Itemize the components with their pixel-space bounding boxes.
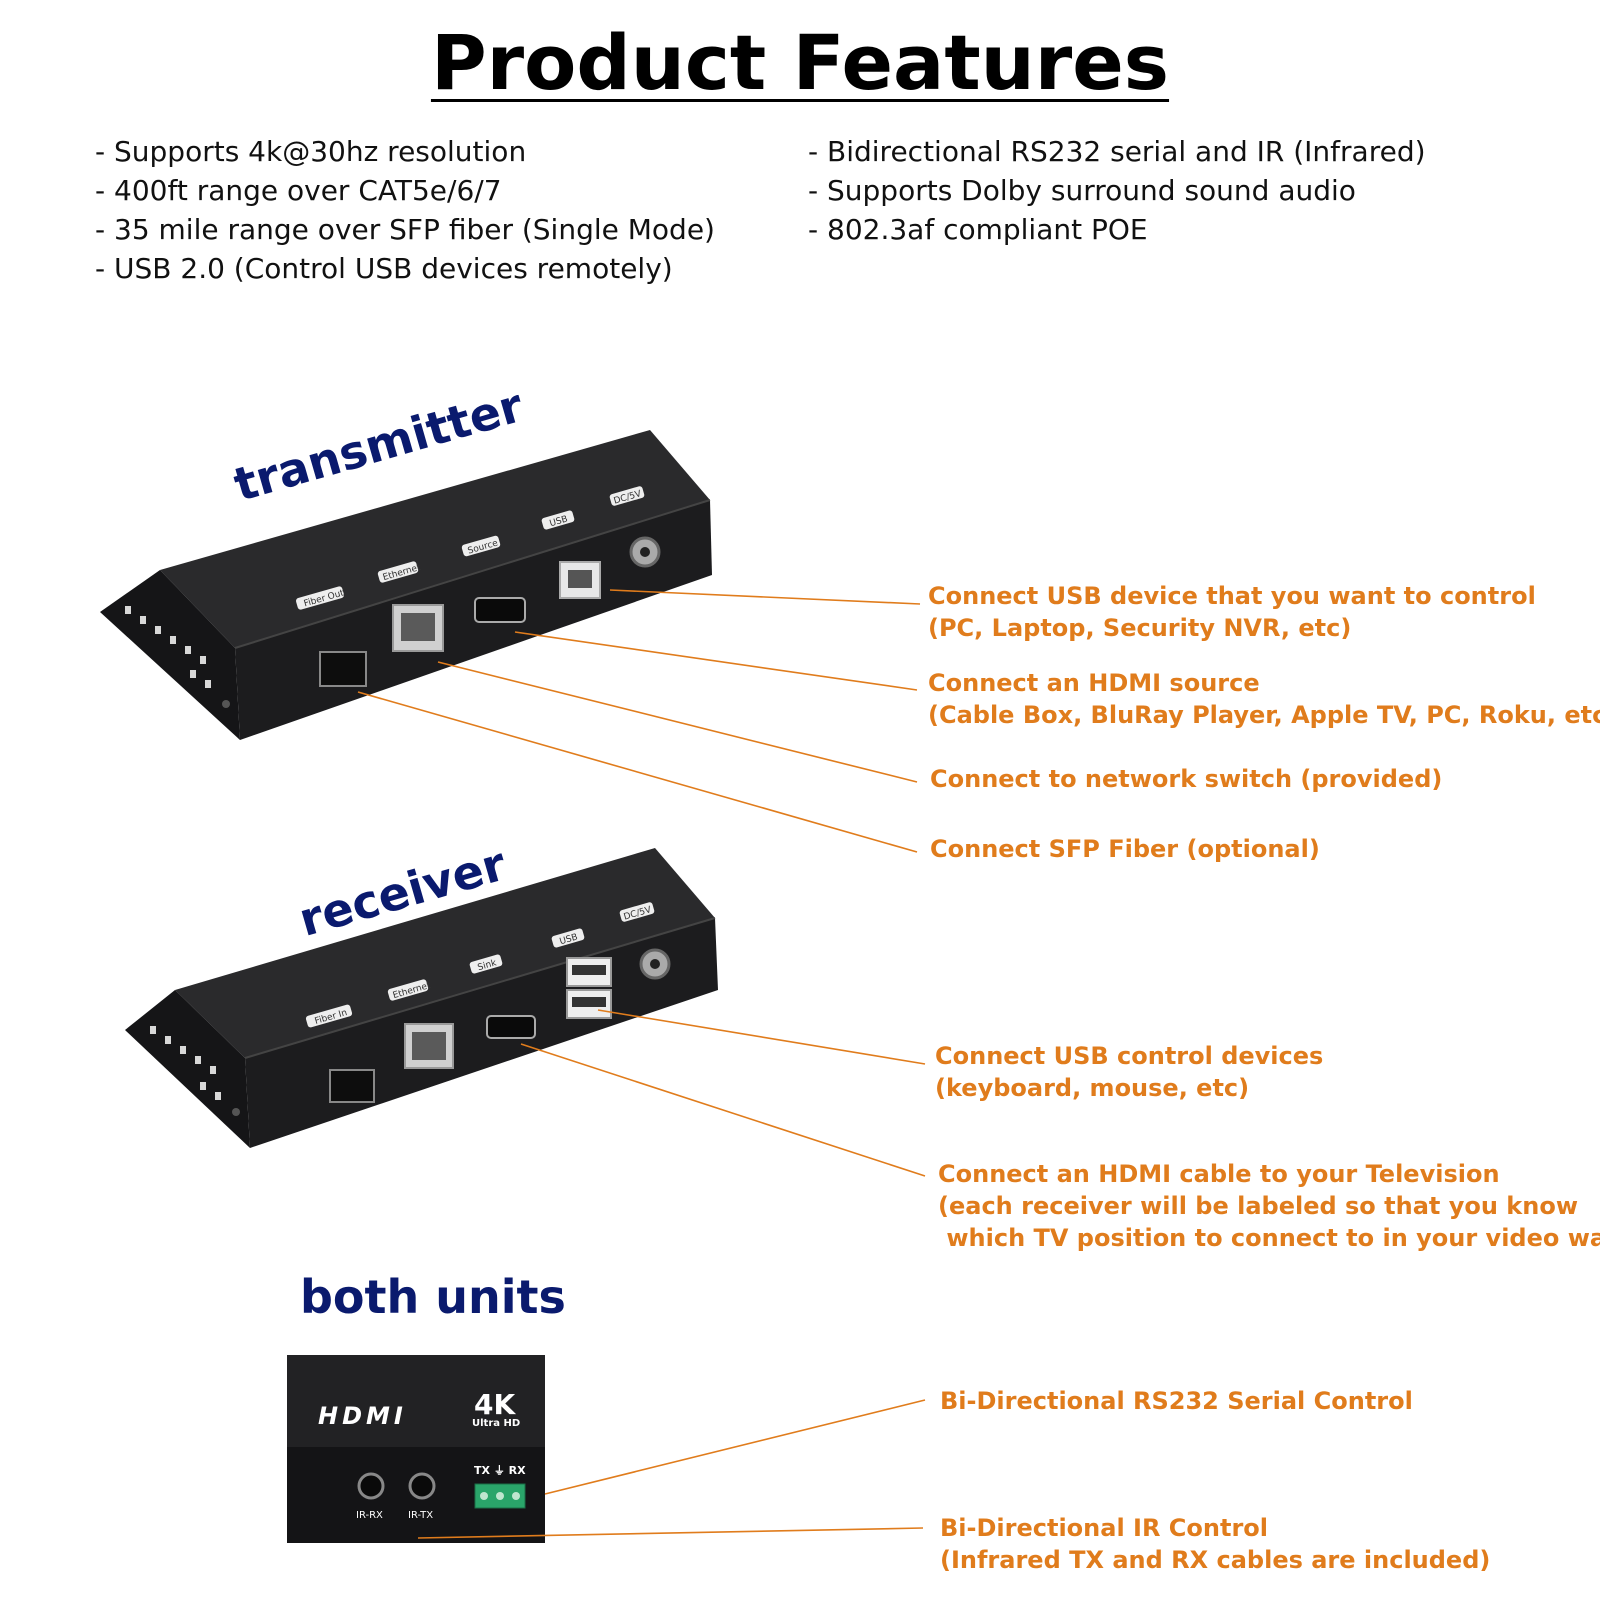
rear-panel-device: HDMI 4K Ultra HD IR-RX IR-TX TX ⏚ RX — [287, 1355, 545, 1543]
port-label: USB — [559, 933, 580, 948]
ir-rx-jack — [357, 1472, 385, 1500]
port-label: USB — [549, 515, 570, 530]
terminal-label: TX ⏚ RX — [474, 1464, 526, 1477]
sfp-port — [319, 651, 367, 687]
feature-item: - 400ft range over CAT5e/6/7 — [95, 174, 502, 207]
both-units-label: both units — [300, 1270, 566, 1324]
sfp-port — [329, 1069, 375, 1103]
callout-rs232: Bi-Directional RS232 Serial Control — [940, 1387, 1413, 1415]
callout-tx-network: Connect to network switch (provided) — [930, 765, 1443, 793]
callout-tx-hdmi: Connect an HDMI source (Cable Box, BluRa… — [928, 669, 1600, 729]
ir-tx-jack — [408, 1472, 436, 1500]
hdmi-logo: HDMI — [318, 1402, 407, 1430]
feature-item: - USB 2.0 (Control USB devices remotely) — [95, 252, 673, 285]
ir-tx-label: IR-TX — [408, 1510, 433, 1521]
callout-tx-usb: Connect USB device that you want to cont… — [928, 582, 1536, 642]
hdmi-port — [486, 1015, 536, 1039]
features-list-right: - Bidirectional RS232 serial and IR (Inf… — [808, 132, 1426, 249]
features-list-left: - Supports 4k@30hz resolution - 400ft ra… — [95, 132, 715, 288]
callout-tx-sfp: Connect SFP Fiber (optional) — [930, 835, 1320, 863]
ir-rx-label: IR-RX — [356, 1510, 383, 1521]
hdmi-port — [474, 597, 526, 623]
feature-item: - Bidirectional RS232 serial and IR (Inf… — [808, 135, 1426, 168]
callout-rx-hdmi: Connect an HDMI cable to your Television… — [938, 1160, 1600, 1252]
callout-rx-usb: Connect USB control devices (keyboard, m… — [935, 1042, 1324, 1102]
leader-lines — [357, 589, 926, 1539]
4k-badge: 4K — [474, 1388, 516, 1421]
transmitter-device: Fiber Out Ethernet Source USB DC/5V — [100, 430, 712, 740]
feature-item: - 35 mile range over SFP fiber (Single M… — [95, 213, 715, 246]
receiver-device: Fiber In Ethernet Sink USB DC/5V — [125, 848, 718, 1148]
feature-item: - Supports 4k@30hz resolution — [95, 135, 527, 168]
feature-item: - Supports Dolby surround sound audio — [808, 174, 1356, 207]
feature-item: - 802.3af compliant POE — [808, 213, 1148, 246]
ultra-hd-label: Ultra HD — [472, 1418, 520, 1429]
page-title: Product Features — [430, 18, 1170, 107]
callout-ir: Bi-Directional IR Control (Infrared TX a… — [940, 1514, 1491, 1574]
